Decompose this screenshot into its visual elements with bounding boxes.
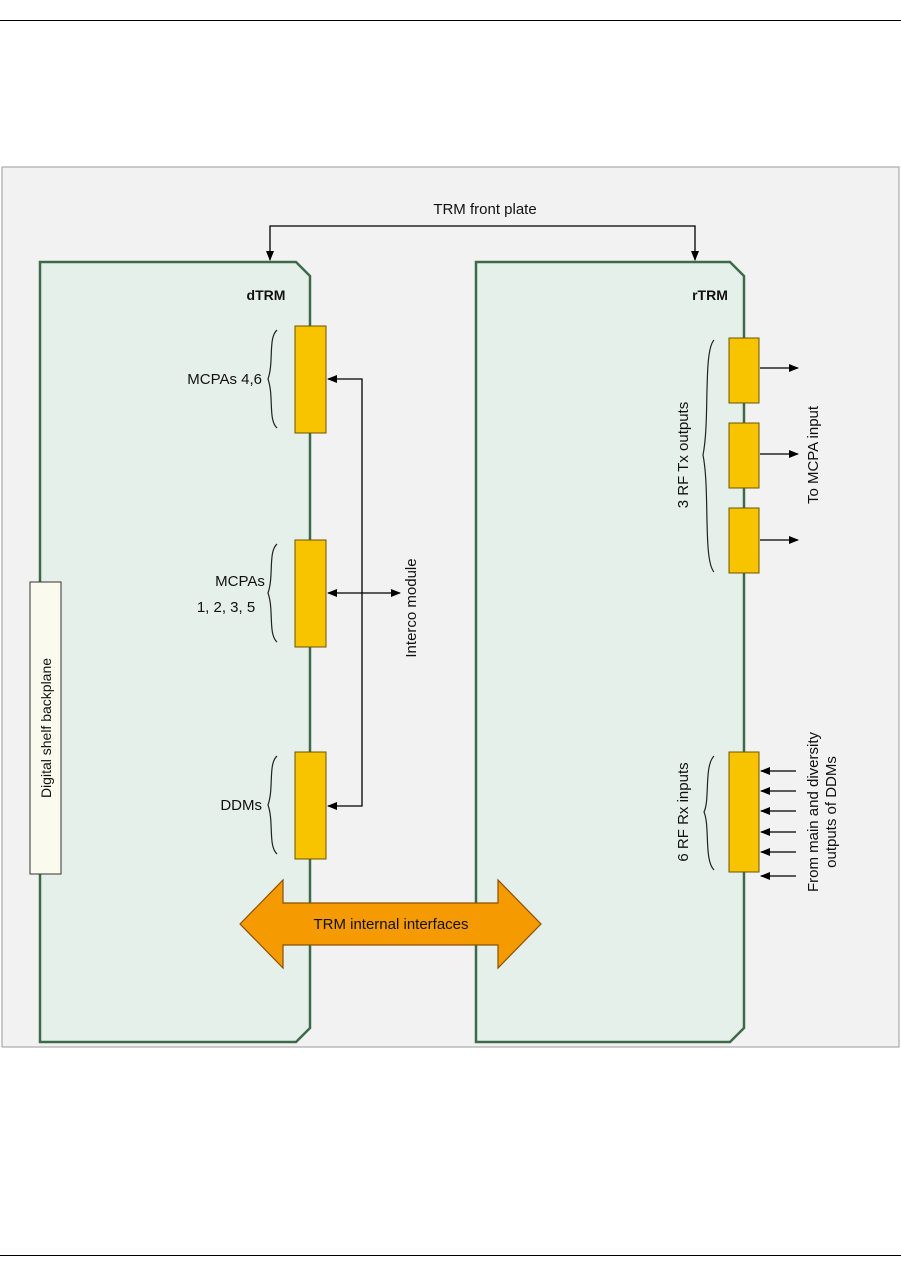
backplane-label: Digital shelf backplane (38, 658, 54, 798)
tx-connector-1 (729, 338, 759, 403)
label-mcpa-1-2-3-5-line1: MCPAs (215, 573, 265, 590)
connector-ddm (295, 752, 326, 859)
internal-interfaces-label: TRM internal interfaces (313, 916, 468, 933)
rtrm-label: rTRM (692, 287, 728, 303)
interco-label: Interco module (403, 558, 420, 657)
tx-connector-2 (729, 423, 759, 488)
label-ddm: DDMs (220, 797, 262, 814)
label-tx-destination: To MCPA input (805, 405, 822, 504)
label-rx-source-line2: outputs of DDMs (823, 756, 840, 868)
label-rx-inputs: 6 RF Rx inputs (675, 762, 692, 861)
front-plate-label: TRM front plate (433, 201, 536, 218)
dtrm-label: dTRM (247, 287, 286, 303)
label-tx-outputs: 3 RF Tx outputs (675, 402, 692, 508)
label-mcpa-1-2-3-5-line2: 1, 2, 3, 5 (197, 599, 255, 616)
label-mcpa-4-6: MCPAs 4,6 (187, 371, 262, 388)
connector-mcpa-4-6 (295, 326, 326, 433)
tx-connector-3 (729, 508, 759, 573)
rx-connector (729, 752, 759, 872)
connector-mcpa-1-2-3-5 (295, 540, 326, 647)
label-rx-source-line1: From main and diversity (805, 731, 822, 892)
